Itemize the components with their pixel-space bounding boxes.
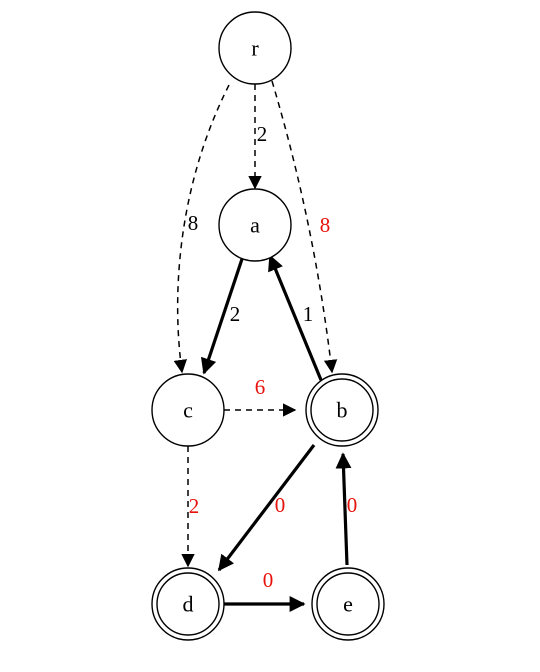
edges-layer [173, 80, 352, 612]
edge-weight-r-b: 8 [320, 213, 331, 237]
node-c-circle [151, 373, 225, 447]
node-r: r [218, 11, 292, 85]
node-e: e [311, 567, 385, 641]
edge-weight-c-d: 2 [189, 494, 200, 518]
node-e-label: e [343, 592, 353, 617]
edge-e-b [335, 452, 352, 566]
node-e-inner-ring [316, 572, 380, 636]
nodes-layer: r a b c d e [151, 11, 385, 641]
edge-weight-d-e: 0 [263, 568, 274, 592]
edge-a-c [200, 258, 244, 375]
node-b-label: b [337, 398, 348, 423]
edge-weight-a-c: 2 [230, 302, 241, 326]
edge-weight-c-b: 6 [255, 375, 266, 399]
edge-weight-r-a: 2 [257, 122, 268, 146]
node-d: d [151, 567, 225, 641]
node-r-circle [218, 11, 292, 85]
node-b: b [305, 373, 379, 447]
node-a-label: a [250, 213, 260, 238]
edge-r-c [173, 84, 230, 374]
node-b-inner-ring [310, 378, 374, 442]
edge-weight-b-a: 1 [303, 302, 314, 326]
node-r-label: r [251, 36, 259, 61]
edge-labels-layer: 2 8 8 2 1 6 2 0 0 0 [188, 122, 358, 592]
node-d-inner-ring [156, 572, 220, 636]
node-a: a [218, 188, 292, 262]
node-d-label: d [183, 592, 194, 617]
edge-b-a [268, 254, 323, 381]
node-a-circle [218, 188, 292, 262]
node-c-label: c [183, 398, 193, 423]
edge-weight-e-b: 0 [347, 493, 358, 517]
edge-weight-r-c: 8 [188, 211, 199, 235]
edge-b-d [217, 444, 316, 572]
edge-r-b [271, 80, 338, 374]
edge-weight-b-d: 0 [275, 493, 286, 517]
node-c: c [151, 373, 225, 447]
